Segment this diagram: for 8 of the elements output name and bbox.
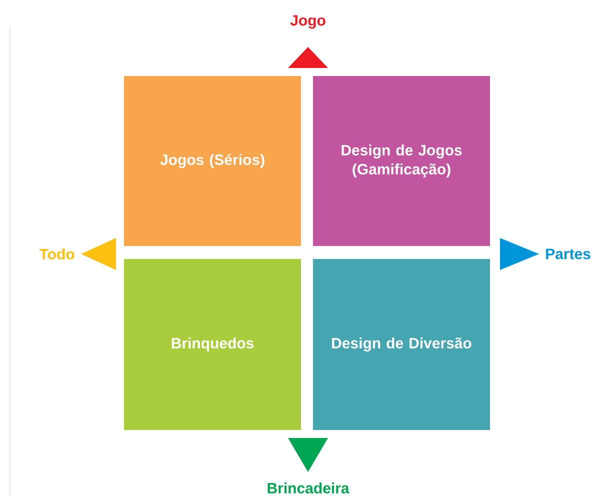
axis-label: Partes [546, 248, 590, 260]
axis-label: Jogo [290, 15, 326, 29]
quadrant-box: Jogos (Sérios) [124, 76, 301, 246]
quadrant-box: Design de Diversão [313, 259, 490, 430]
axis-label: Todo [39, 248, 74, 260]
quadrant-box: Design de Jogos (Gamificação) [313, 76, 490, 246]
axis-label: Brincadeira [268, 482, 350, 494]
quadrant-box: Brinquedos [124, 259, 301, 430]
